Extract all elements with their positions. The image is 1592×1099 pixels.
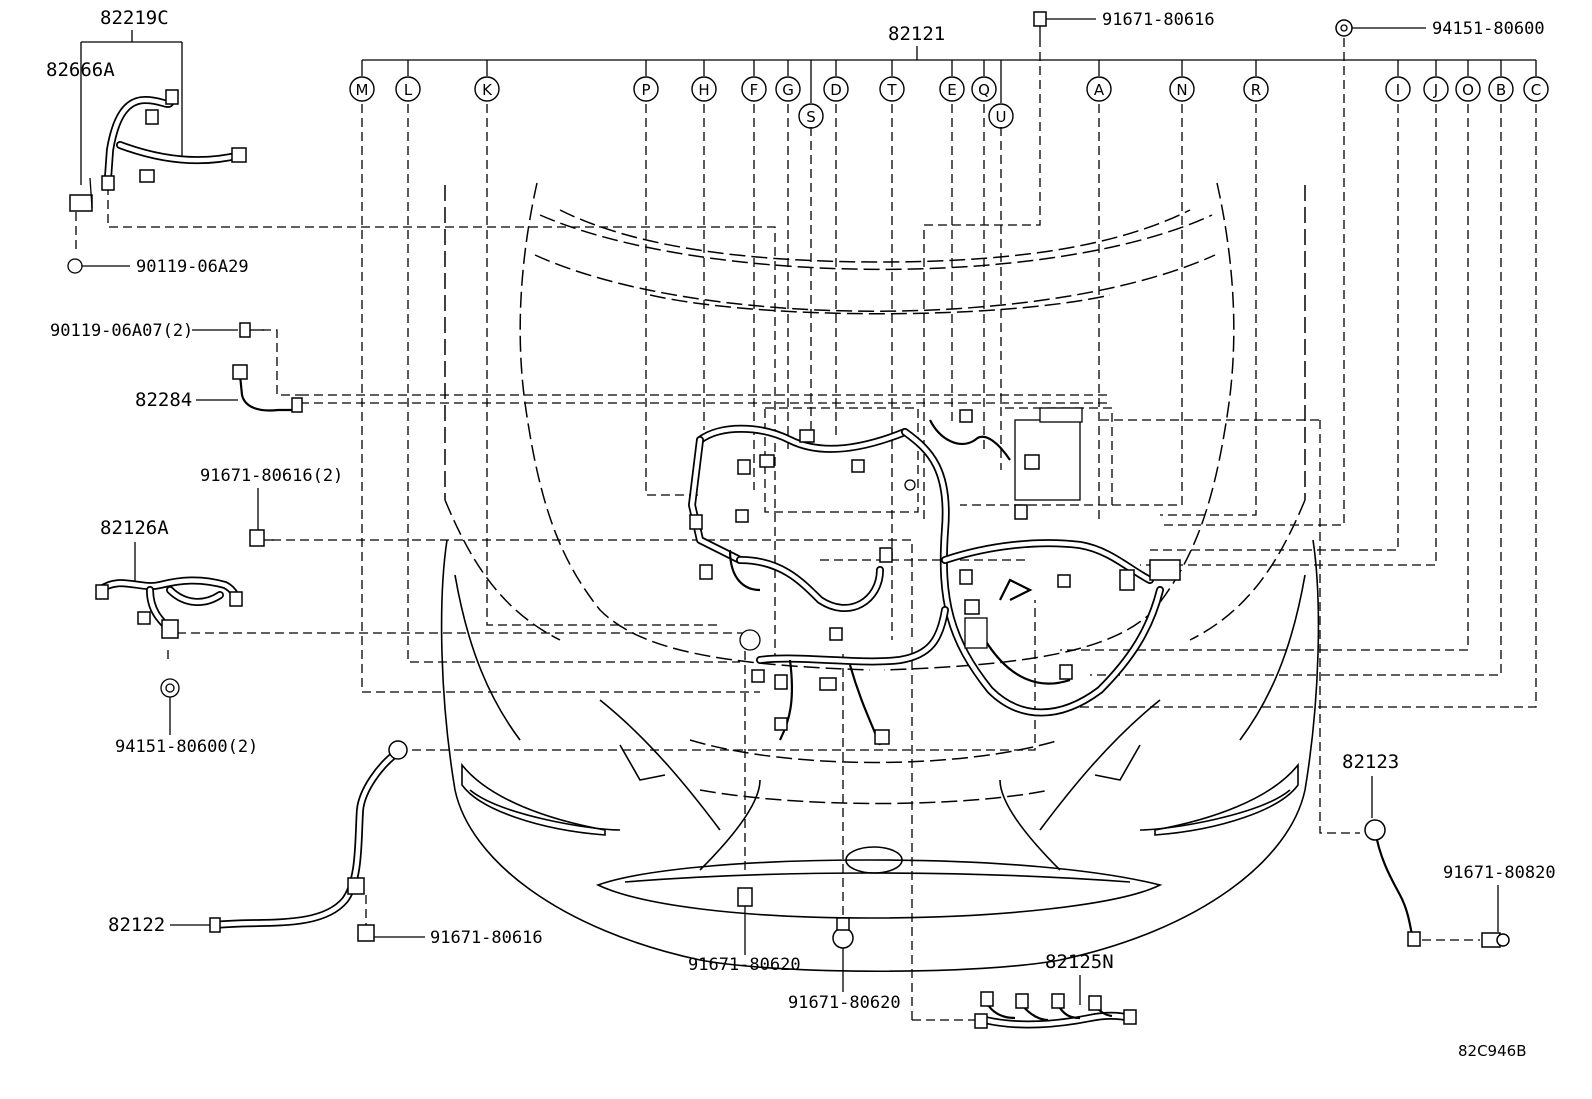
part-94151-80600-top: 94151-80600	[1335, 19, 1545, 39]
part-82123-label: 82123	[1342, 751, 1399, 773]
engine-harness-82121	[688, 407, 1181, 746]
connector-h-label: H	[698, 81, 709, 99]
connector-i-label: I	[1396, 81, 1400, 99]
part-91671-80616-bottom: 91671-80616	[357, 895, 543, 948]
connector-r-label: R	[1251, 81, 1261, 99]
connector-b: B	[1488, 76, 1514, 102]
connector-k-label: K	[482, 81, 493, 99]
part-82123: 82123	[1342, 751, 1421, 947]
connector-h: H	[691, 76, 717, 102]
part-82284-label: 82284	[135, 389, 192, 411]
part-91671-80616-2: 91671-80616(2)	[200, 466, 343, 547]
part-82125N-label: 82125N	[1045, 951, 1114, 973]
part-82126A-label: 82126A	[100, 517, 169, 539]
part-91671-80620-b-label: 91671-80620	[788, 993, 901, 1013]
routing-lines	[107, 38, 1537, 1021]
connector-a-label: A	[1094, 81, 1105, 99]
part-82219C-label: 82219C	[100, 7, 169, 29]
part-94151-80600-top-label: 94151-80600	[1432, 19, 1545, 39]
connector-l: L	[395, 76, 421, 102]
part-90119-06A29: 90119-06A29	[67, 257, 249, 277]
connector-e-label: E	[947, 81, 956, 99]
connector-j: J	[1423, 76, 1449, 102]
part-91671-80616-2-label: 91671-80616(2)	[200, 466, 343, 486]
part-82666A-label: 82666A	[46, 59, 115, 81]
connector-u: U	[988, 103, 1014, 129]
connector-f-label: F	[750, 81, 759, 99]
connector-i: I	[1385, 76, 1411, 102]
connector-d: D	[823, 76, 849, 102]
connector-f: F	[741, 76, 767, 102]
connector-n: N	[1169, 76, 1195, 102]
part-91671-80820-label: 91671-80820	[1443, 863, 1556, 883]
connector-o-label: O	[1462, 81, 1474, 99]
connector-k: K	[474, 76, 500, 102]
part-82219C: 82219C 82666A	[46, 7, 247, 250]
connector-b-label: B	[1496, 81, 1506, 99]
part-94151-80600-2: 94151-80600(2)	[115, 678, 258, 757]
connector-o: O	[1455, 76, 1481, 102]
part-90119-06A07-label: 90119-06A07(2)	[50, 321, 193, 341]
connector-q: Q	[971, 76, 997, 102]
connector-q-label: Q	[978, 81, 990, 99]
connector-l-label: L	[404, 81, 413, 99]
vehicle-body-outline	[440, 182, 1320, 973]
part-94151-80600-2-label: 94151-80600(2)	[115, 737, 258, 757]
connector-d-label: D	[830, 81, 842, 99]
part-82125N: 82125N	[974, 951, 1137, 1029]
part-82284: 82284	[135, 364, 303, 413]
main-part-bracket: 82121	[361, 23, 1537, 103]
part-82122-label: 82122	[108, 914, 165, 936]
connector-p-label: P	[641, 81, 650, 99]
part-91671-80620-a-label: 91671-80620	[688, 955, 801, 975]
connector-r: R	[1243, 76, 1269, 102]
diagram-reference-code: 82C946B	[1458, 1042, 1526, 1060]
part-91671-80620-a: 91671-80620	[688, 887, 801, 975]
part-91671-80820: 91671-80820	[1443, 863, 1556, 948]
connector-c-label: C	[1531, 81, 1541, 99]
part-91671-80616-top: 91671-80616	[1033, 10, 1215, 38]
connector-j-label: J	[1433, 81, 1438, 99]
part-91671-80616-bottom-label: 91671-80616	[430, 928, 543, 948]
connector-t: T	[879, 76, 905, 102]
connector-a: A	[1086, 76, 1112, 102]
part-82121-label: 82121	[888, 23, 945, 45]
connector-n-label: N	[1176, 81, 1187, 99]
part-82122: 82122	[108, 740, 408, 936]
part-91671-80616-top-label: 91671-80616	[1102, 10, 1215, 30]
connector-s-label: S	[806, 108, 816, 126]
connector-s: S	[798, 103, 824, 129]
part-91671-80620-b: 91671-80620	[788, 917, 901, 1013]
connector-p: P	[633, 76, 659, 102]
connector-t-label: T	[886, 81, 897, 99]
connector-e: E	[939, 76, 965, 102]
connector-g: G	[775, 76, 801, 102]
connector-c: C	[1523, 76, 1549, 102]
connector-letters: M L K P H F GSD T E QU A N R I J O B C	[349, 76, 1549, 129]
part-82126A: 82126A	[95, 517, 243, 639]
connector-m: M	[349, 76, 375, 102]
connector-m-label: M	[356, 81, 369, 99]
connector-g-label: G	[782, 81, 794, 99]
connector-u-label: U	[996, 108, 1007, 126]
part-90119-06A29-label: 90119-06A29	[136, 257, 249, 277]
part-90119-06A07: 90119-06A07(2)	[50, 321, 264, 341]
